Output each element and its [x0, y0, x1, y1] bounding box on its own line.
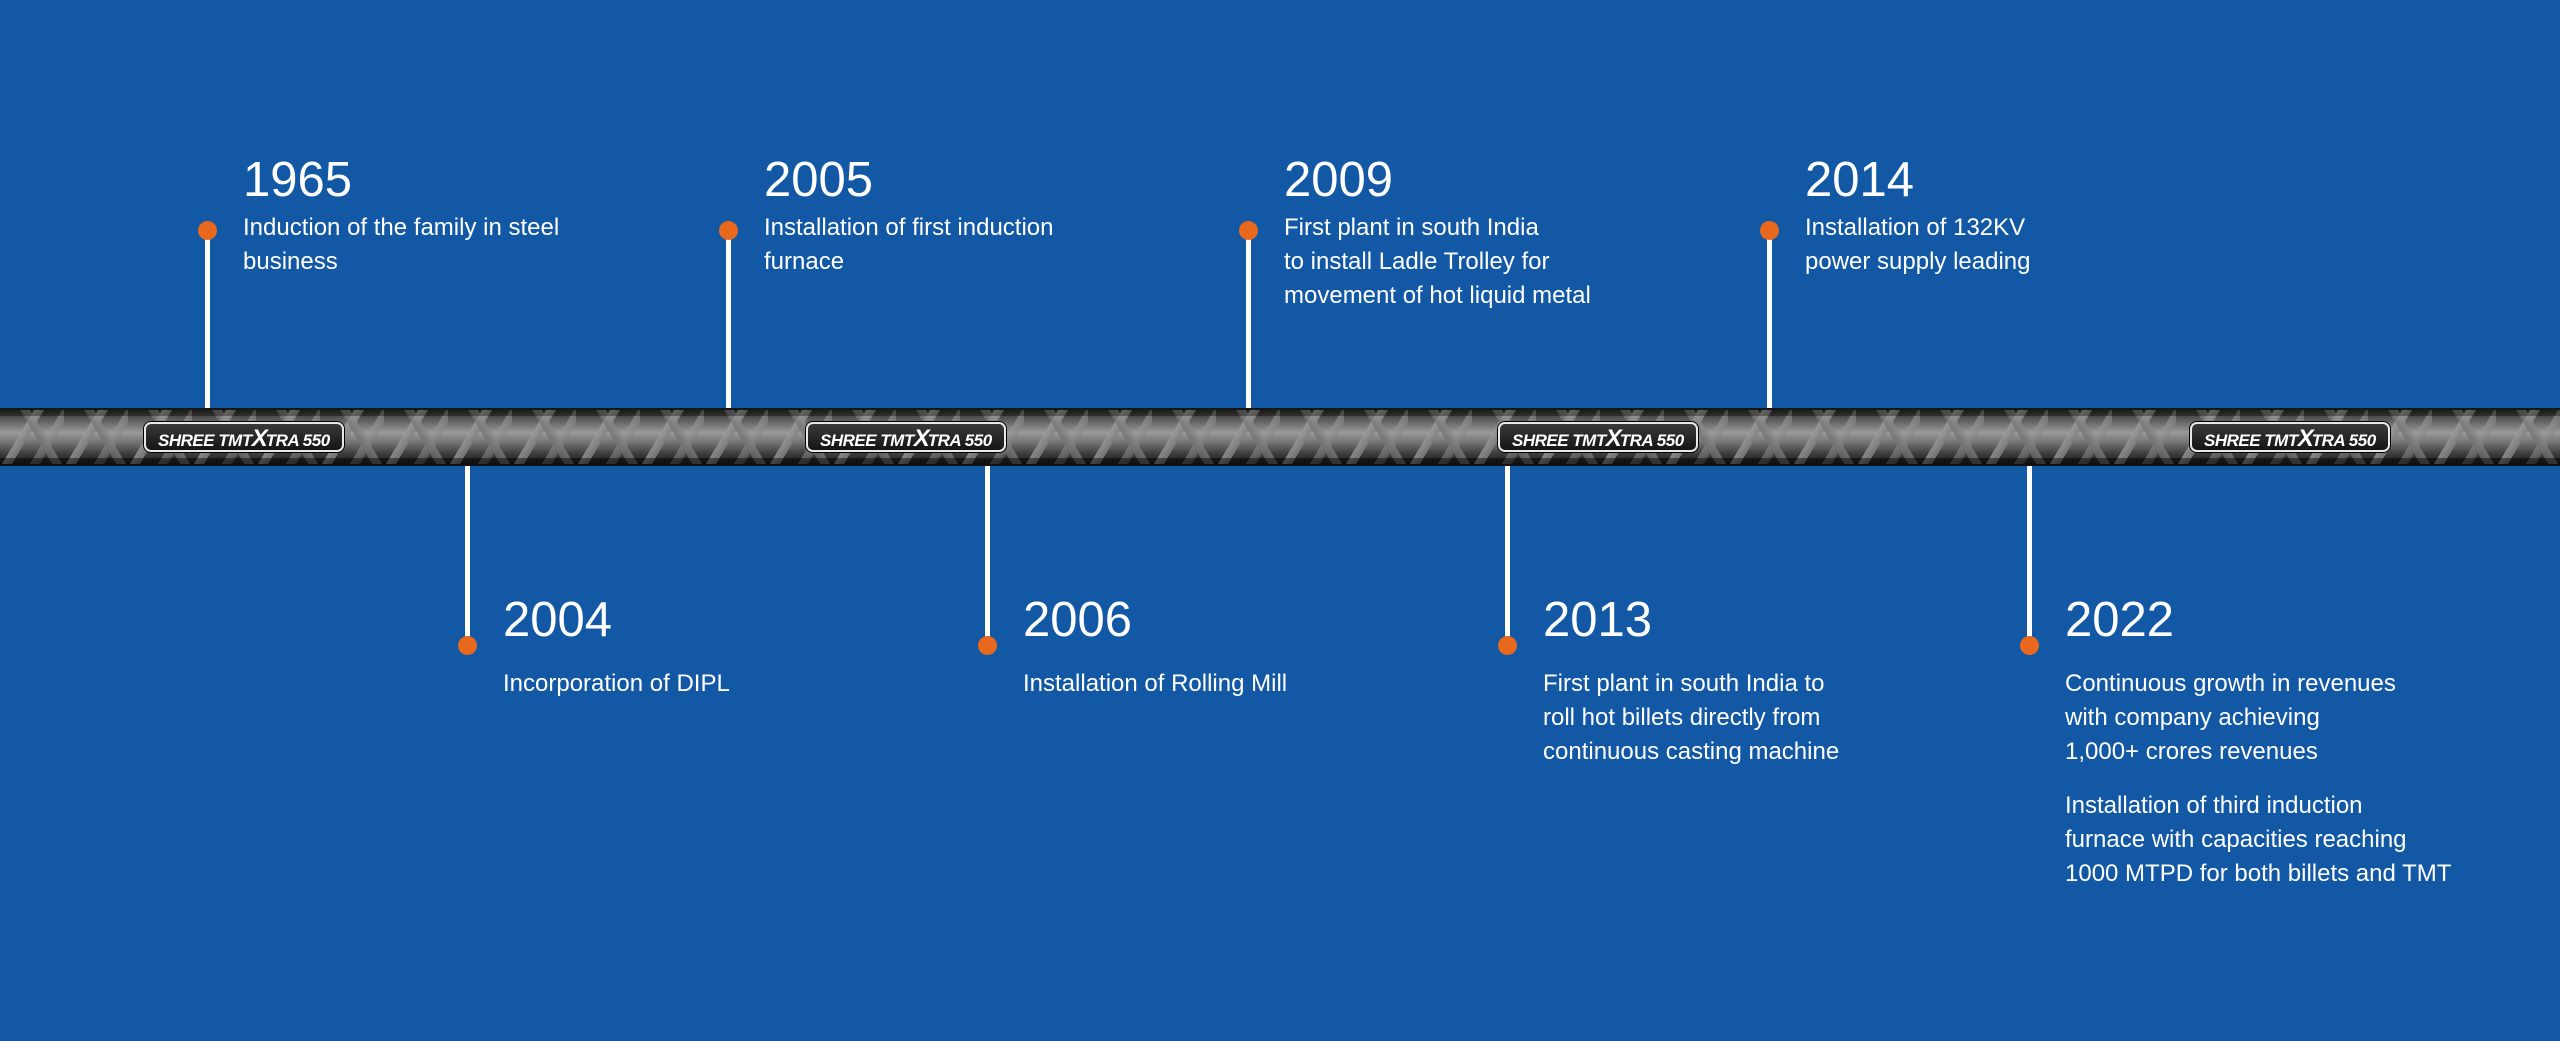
- brand-label: SHREE TMTXTRA 550: [806, 422, 1006, 452]
- event-year: 2014: [1805, 153, 1915, 207]
- event-marker-dot: [1498, 636, 1517, 655]
- event-stem: [985, 466, 990, 645]
- brand-label-post: TRA 550: [927, 431, 992, 450]
- event-description: Incorporation of DIPL: [503, 667, 923, 701]
- event-stem: [1767, 230, 1772, 408]
- event-stem: [726, 230, 731, 408]
- event-stem: [465, 466, 470, 645]
- event-year: 2022: [2065, 593, 2175, 647]
- event-marker-dot: [1239, 221, 1258, 240]
- event-year: 2006: [1023, 593, 1133, 647]
- brand-label-pre: SHREE TMT: [158, 431, 252, 450]
- event-marker-dot: [2020, 636, 2039, 655]
- event-stem: [1246, 230, 1251, 408]
- event-marker-dot: [1760, 221, 1779, 240]
- event-year: 2009: [1284, 153, 1394, 207]
- event-year: 2004: [503, 593, 613, 647]
- brand-label-x: X: [1605, 425, 1622, 452]
- event-stem: [205, 230, 210, 408]
- event-year: 2005: [764, 153, 874, 207]
- brand-label-pre: SHREE TMT: [2204, 431, 2298, 450]
- brand-label-pre: SHREE TMT: [1512, 431, 1606, 450]
- brand-label-x: X: [251, 425, 268, 452]
- brand-label-x: X: [913, 425, 930, 452]
- brand-label-post: TRA 550: [1619, 431, 1684, 450]
- event-marker-dot: [198, 221, 217, 240]
- event-year: 2013: [1543, 593, 1653, 647]
- event-description-text: Installation of Rolling Mill: [1023, 670, 1288, 697]
- rebar-rib-pattern: [0, 410, 2560, 464]
- event-stem: [1505, 466, 1510, 645]
- brand-label-pre: SHREE TMT: [820, 431, 914, 450]
- brand-label: SHREE TMTXTRA 550: [144, 422, 344, 452]
- event-marker-dot: [458, 636, 477, 655]
- brand-label: SHREE TMTXTRA 550: [1498, 422, 1698, 452]
- event-description: Installation of Rolling Mill: [1023, 667, 1443, 701]
- event-marker-dot: [719, 221, 738, 240]
- event-year: 1965: [243, 153, 353, 207]
- event-stem: [2027, 466, 2032, 645]
- brand-label-post: TRA 550: [265, 431, 330, 450]
- event-description-text: Incorporation of DIPL: [503, 670, 730, 697]
- event-marker-dot: [978, 636, 997, 655]
- brand-label: SHREE TMTXTRA 550: [2190, 422, 2390, 452]
- brand-label-x: X: [2297, 425, 2314, 452]
- brand-label-post: TRA 550: [2311, 431, 2376, 450]
